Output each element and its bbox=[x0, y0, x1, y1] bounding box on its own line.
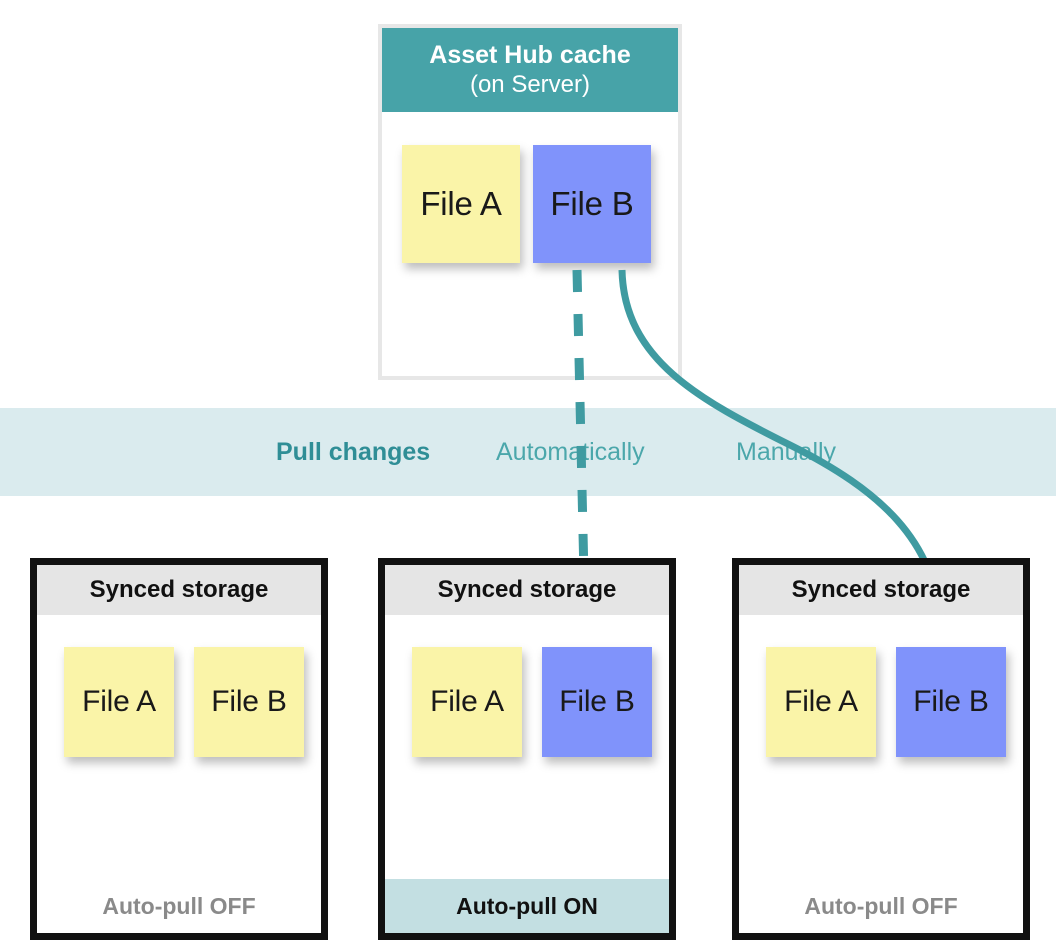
synced-storage-header: Synced storage bbox=[37, 565, 321, 615]
auto-pull-status-label: Auto-pull OFF bbox=[102, 893, 256, 919]
note-label: File B bbox=[913, 685, 989, 718]
synced-storage-header-label: Synced storage bbox=[791, 576, 971, 603]
synced-storage-header-label: Synced storage bbox=[437, 576, 617, 603]
synced-storage-footer: Auto-pull OFF bbox=[37, 879, 321, 933]
cache-note-file-b[interactable]: File B bbox=[533, 145, 651, 263]
pull-changes-label: Pull changes bbox=[276, 438, 431, 466]
store-right-note-file-a[interactable]: File A bbox=[766, 647, 876, 757]
note-label: File B bbox=[550, 185, 634, 222]
manually-label: Manually bbox=[736, 438, 837, 466]
note-label: File A bbox=[420, 185, 502, 222]
store-middle-note-file-a[interactable]: File A bbox=[412, 647, 522, 757]
note-label: File B bbox=[211, 685, 287, 718]
cache-note-file-a[interactable]: File A bbox=[402, 145, 520, 263]
store-left-note-file-b[interactable]: File B bbox=[194, 647, 304, 757]
store-right-note-file-b[interactable]: File B bbox=[896, 647, 1006, 757]
synced-storage-header: Synced storage bbox=[385, 565, 669, 615]
store-left-note-file-a[interactable]: File A bbox=[64, 647, 174, 757]
auto-pull-status-label: Auto-pull OFF bbox=[804, 893, 958, 919]
synced-storage-footer: Auto-pull OFF bbox=[739, 879, 1023, 933]
note-label: File B bbox=[559, 685, 635, 718]
asset-hub-cache-title: Asset Hub cache bbox=[429, 41, 631, 69]
asset-hub-cache-subtitle: (on Server) bbox=[469, 71, 591, 98]
synced-storage-header: Synced storage bbox=[739, 565, 1023, 615]
asset-hub-cache-header: Asset Hub cache (on Server) bbox=[382, 28, 678, 112]
auto-pull-status-label: Auto-pull ON bbox=[456, 893, 598, 919]
synced-storage-box-left: Synced storage File A File B Auto-pull O… bbox=[30, 558, 328, 940]
synced-storage-header-label: Synced storage bbox=[89, 576, 269, 603]
synced-storage-box-right: Synced storage File A File B Auto-pull O… bbox=[732, 558, 1030, 940]
synced-storage-footer: Auto-pull ON bbox=[385, 879, 669, 933]
synced-storage-box-middle: Synced storage File A File B Auto-pull O… bbox=[378, 558, 676, 940]
store-middle-note-file-b[interactable]: File B bbox=[542, 647, 652, 757]
note-label: File A bbox=[82, 685, 156, 718]
automatically-label: Automatically bbox=[496, 438, 645, 466]
note-label: File A bbox=[784, 685, 858, 718]
note-label: File A bbox=[430, 685, 504, 718]
